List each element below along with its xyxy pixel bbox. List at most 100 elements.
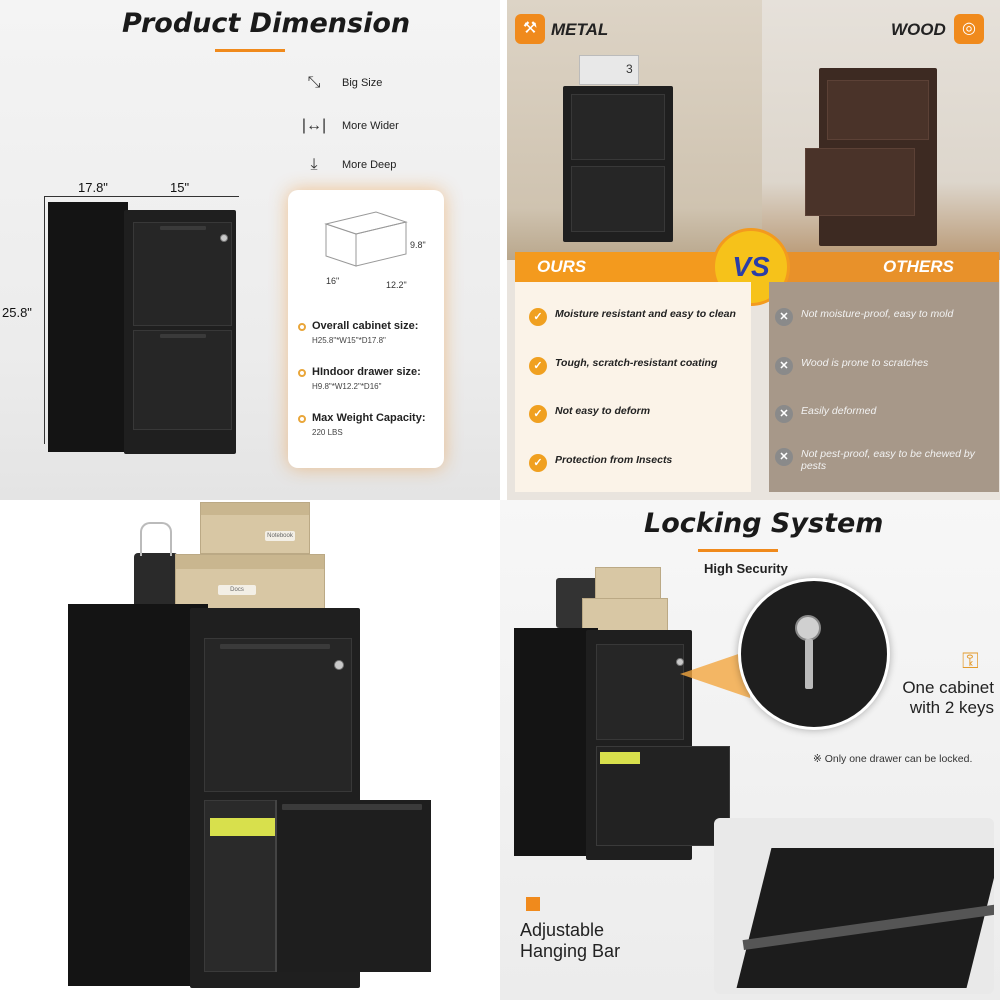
- hanging-bar-closeup: [714, 818, 994, 994]
- cabinet-top-drawer: [596, 644, 684, 740]
- ours-header-bar: [515, 252, 751, 282]
- check-icon: ✓: [529, 405, 547, 423]
- check-icon: ✓: [529, 308, 547, 326]
- locking-subtitle: High Security: [704, 561, 788, 576]
- box-number: 3: [626, 62, 633, 76]
- drawer-height-label: 9.8": [410, 240, 426, 250]
- cabinet-top-drawer: [204, 638, 352, 792]
- cabinet-depth-label: 17.8": [78, 180, 108, 195]
- others-point: ✕ Easily deformed: [775, 405, 995, 423]
- cabinet-side: [48, 202, 128, 452]
- ours-panel: [515, 282, 751, 492]
- cabinet-side: [68, 604, 208, 986]
- ours-point: ✓ Not easy to deform: [529, 405, 749, 423]
- ours-point-text: Moisture resistant and easy to clean: [555, 308, 736, 320]
- bullet-icon: [298, 369, 306, 377]
- metal-bottom-drawer: [571, 166, 665, 232]
- dimension-panel: Product Dimension ⤡ Big Size |↔| More Wi…: [0, 0, 500, 500]
- check-icon: ✓: [529, 357, 547, 375]
- bottom-drawer-handle: [160, 334, 206, 338]
- expand-diagonal-icon: ⤡: [307, 74, 321, 91]
- keys-text-line2: with 2 keys: [909, 698, 994, 717]
- locking-panel: Locking System High Security ⚿ One cabin…: [500, 500, 1000, 1000]
- ours-point: ✓ Protection from Insects: [529, 454, 749, 472]
- others-label: OTHERS: [883, 257, 954, 276]
- feature-more-deep: ⤓ More Deep: [298, 156, 396, 174]
- spec-value: 220 LBS: [312, 428, 343, 437]
- ours-label: OURS: [537, 257, 587, 276]
- lock-icon: [334, 660, 344, 670]
- storage-box-top: Notebook: [200, 502, 310, 554]
- height-dimension-line: [44, 196, 45, 444]
- storage-box: 3: [579, 55, 639, 85]
- spec-label: Overall cabinet size:: [312, 320, 419, 332]
- others-point-text: Easily deformed: [801, 405, 877, 417]
- bar-indicator-icon: [526, 897, 540, 911]
- others-point-text: Wood is prone to scratches: [801, 357, 929, 369]
- x-mark-icon: ✕: [775, 448, 793, 466]
- ours-point: ✓ Moisture resistant and easy to clean: [529, 308, 749, 326]
- ours-point: ✓ Tough, scratch-resistant coating: [529, 357, 749, 375]
- lock-note: ※ Only one drawer can be locked.: [813, 753, 973, 765]
- ours-point-text: Tough, scratch-resistant coating: [555, 357, 718, 369]
- box-lid: [176, 555, 324, 569]
- feature-label: More Wider: [342, 120, 399, 132]
- box-label: Docs: [218, 585, 256, 595]
- drawer-depth-label: 16": [326, 276, 340, 286]
- cabinet-width-label: 15": [170, 180, 190, 195]
- cabinet-top-drawer: [133, 222, 232, 326]
- ours-point-text: Protection from Insects: [555, 454, 673, 466]
- cabinet-height-label: 25.8": [2, 305, 32, 320]
- cabinet-bottom-drawer: [133, 330, 232, 430]
- metal-label: METAL: [551, 20, 609, 39]
- x-mark-icon: ✕: [775, 405, 793, 423]
- title-underline: [698, 549, 778, 552]
- bullet-icon: [298, 323, 306, 331]
- dimension-title: Product Dimension: [122, 8, 411, 39]
- depth-arrow-icon: ⤓: [310, 156, 318, 173]
- width-arrows-icon: |↔|: [301, 117, 327, 134]
- lock-cylinder-icon: [795, 615, 821, 641]
- wood-badge-icon: ◎: [954, 14, 984, 44]
- storage-box-bottom: [582, 598, 668, 632]
- spec-card: 9.8" 16" 12.2" Overall cabinet size: H25…: [288, 190, 444, 468]
- metal-top-drawer: [571, 94, 665, 160]
- others-point-text: Not moisture-proof, easy to mold: [801, 308, 954, 320]
- pen-holder: [134, 553, 178, 608]
- feature-label: More Deep: [342, 159, 397, 171]
- cabinet-side: [514, 628, 598, 856]
- feature-label: Big Size: [342, 77, 383, 89]
- scissors-icon: [140, 522, 172, 556]
- ours-point-text: Not easy to deform: [555, 405, 651, 417]
- drawer-outline-diagram: [324, 211, 408, 267]
- metal-badge-icon: ⚒: [515, 14, 545, 44]
- wood-bottom-drawer: [805, 148, 915, 216]
- hanging-folder: [600, 752, 640, 764]
- others-point: ✕ Not pest-proof, easy to be chewed by p…: [775, 448, 980, 472]
- x-mark-icon: ✕: [775, 308, 793, 326]
- storage-box-top: [595, 567, 661, 599]
- lock-zoom-circle: [738, 578, 890, 730]
- title-underline: [215, 49, 285, 52]
- spec-value: H9.8"*W12.2"*D16": [312, 382, 382, 391]
- key-icon: [805, 639, 813, 689]
- open-drawer-front: [275, 800, 431, 972]
- x-mark-icon: ✕: [775, 357, 793, 375]
- spec-label: HIndoor drawer size:: [312, 366, 421, 378]
- box-lid: [201, 503, 309, 515]
- others-point-text: Not pest-proof, easy to be chewed by pes…: [801, 448, 975, 472]
- locking-title: Locking System: [644, 508, 884, 539]
- keys-icon: ⚿: [962, 648, 979, 673]
- bullet-icon: [298, 415, 306, 423]
- keys-text-line1: One cabinet: [902, 678, 994, 697]
- spec-value: H25.8"*W15"*D17.8": [312, 336, 386, 345]
- vs-badge: VS: [712, 228, 790, 306]
- wood-label: WOOD: [891, 20, 946, 39]
- top-drawer-handle: [220, 644, 330, 649]
- lock-icon: [220, 234, 228, 242]
- bar-label-line1: Adjustable: [520, 920, 605, 940]
- others-panel: [769, 282, 999, 492]
- others-point: ✕ Not moisture-proof, easy to mold: [775, 308, 995, 326]
- storage-box-bottom: Docs: [175, 554, 325, 610]
